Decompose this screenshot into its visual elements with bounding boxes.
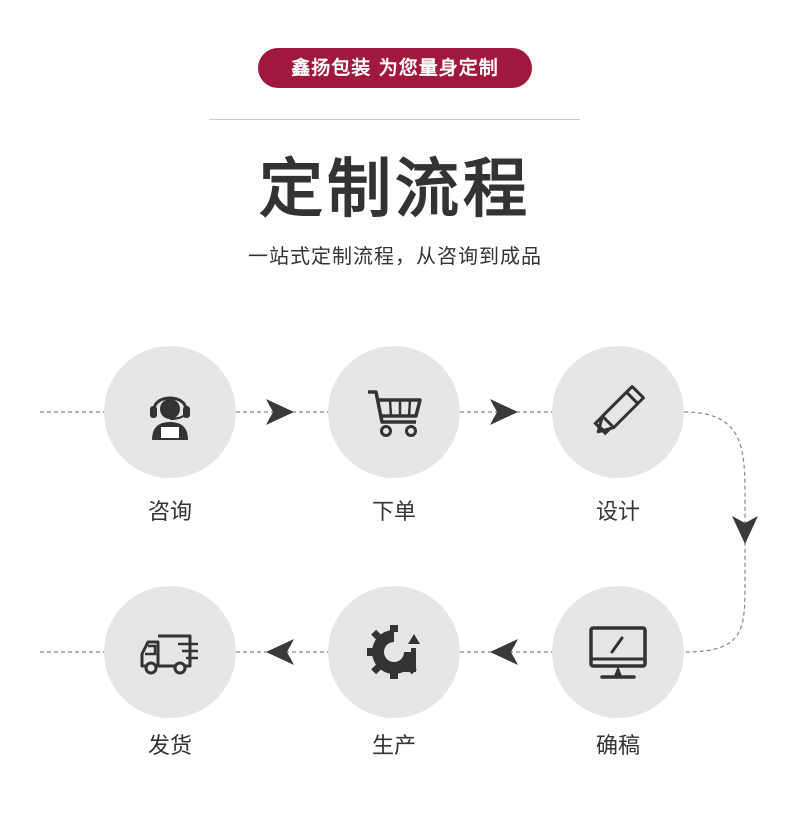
arrow-left-icon — [266, 639, 294, 665]
step-label: 设计 — [595, 500, 640, 525]
step-label: 生产 — [371, 734, 416, 759]
arrow-right-icon — [266, 399, 294, 425]
step-order — [328, 346, 460, 478]
step-design — [552, 346, 684, 478]
arrow-down-icon — [732, 516, 758, 544]
page-subtitle: 一站式定制流程，从咨询到成品 — [248, 244, 542, 268]
step-label: 发货 — [147, 734, 192, 759]
connector-curve — [683, 411, 746, 653]
step-shipping — [104, 586, 236, 718]
gear-growth-icon — [367, 625, 420, 679]
pencil-ruler-icon — [593, 385, 645, 436]
divider — [209, 119, 580, 120]
step-label: 确稿 — [595, 734, 640, 759]
brand-badge: 鑫扬包装 为您量身定制 — [258, 48, 532, 88]
arrow-right-icon — [490, 399, 518, 425]
step-label: 咨询 — [147, 500, 192, 525]
customer-service-icon — [150, 396, 190, 440]
arrow-left-icon — [490, 639, 518, 665]
step-consult — [104, 346, 236, 478]
page-title: 定制流程 — [259, 153, 531, 227]
shopping-cart-icon — [368, 390, 422, 437]
step-confirm-draft — [552, 586, 684, 718]
step-production — [328, 586, 460, 718]
delivery-truck-icon — [140, 634, 198, 675]
monitor-icon — [589, 626, 647, 679]
step-label: 下单 — [371, 500, 416, 525]
